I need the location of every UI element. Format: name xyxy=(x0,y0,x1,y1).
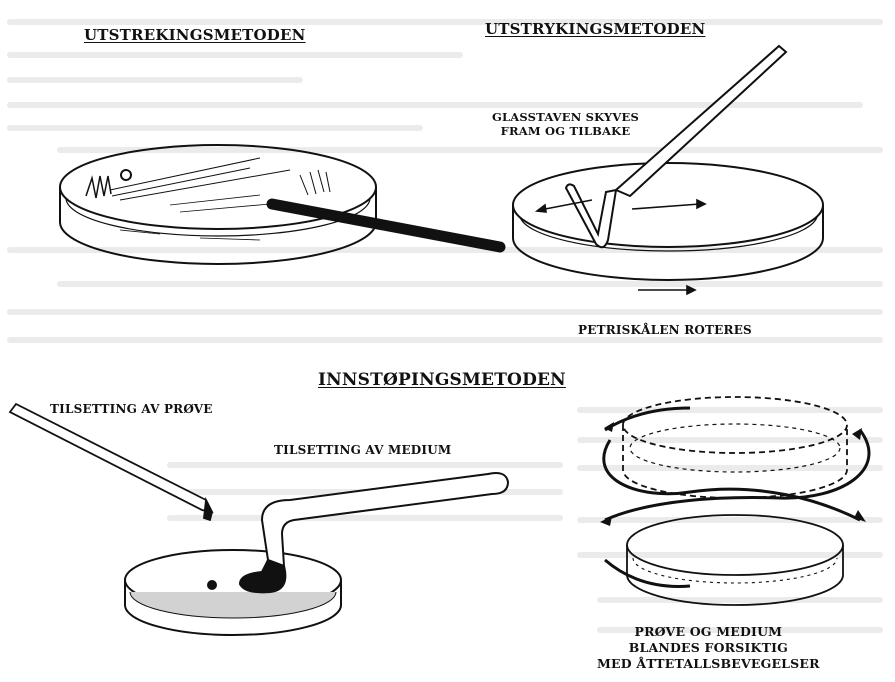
glass-spreader-rod xyxy=(566,46,786,247)
streak-petri-dish xyxy=(60,145,376,264)
label-add-medium: TILSETTING AV MEDIUM xyxy=(274,443,451,457)
label-mix-figure-eight: PRØVE OG MEDIUM BLANDES FORSIKTIG MED ÅT… xyxy=(597,624,820,672)
label-glass-rod-pushed: GLASSTAVEN SKYVES FRAM OG TILBAKE xyxy=(492,110,639,138)
spread-petri-dish xyxy=(513,163,823,280)
title-spread-method: UTSTRYKINGSMETODEN xyxy=(485,20,705,38)
sample-drop xyxy=(207,580,217,590)
label-dish-rotates: PETRISKÅLEN ROTERES xyxy=(578,323,752,337)
spread-arrows xyxy=(537,200,705,212)
pour-petri-dish xyxy=(125,550,341,635)
title-pour-method: INNSTØPINGSMETODEN xyxy=(318,370,566,390)
title-streak-method: UTSTREKINGSMETODEN xyxy=(84,26,306,44)
rotation-arrow xyxy=(638,286,695,294)
inoculation-loop-rod xyxy=(272,204,500,247)
label-add-sample: TILSETTING AV PRØVE xyxy=(50,402,213,416)
